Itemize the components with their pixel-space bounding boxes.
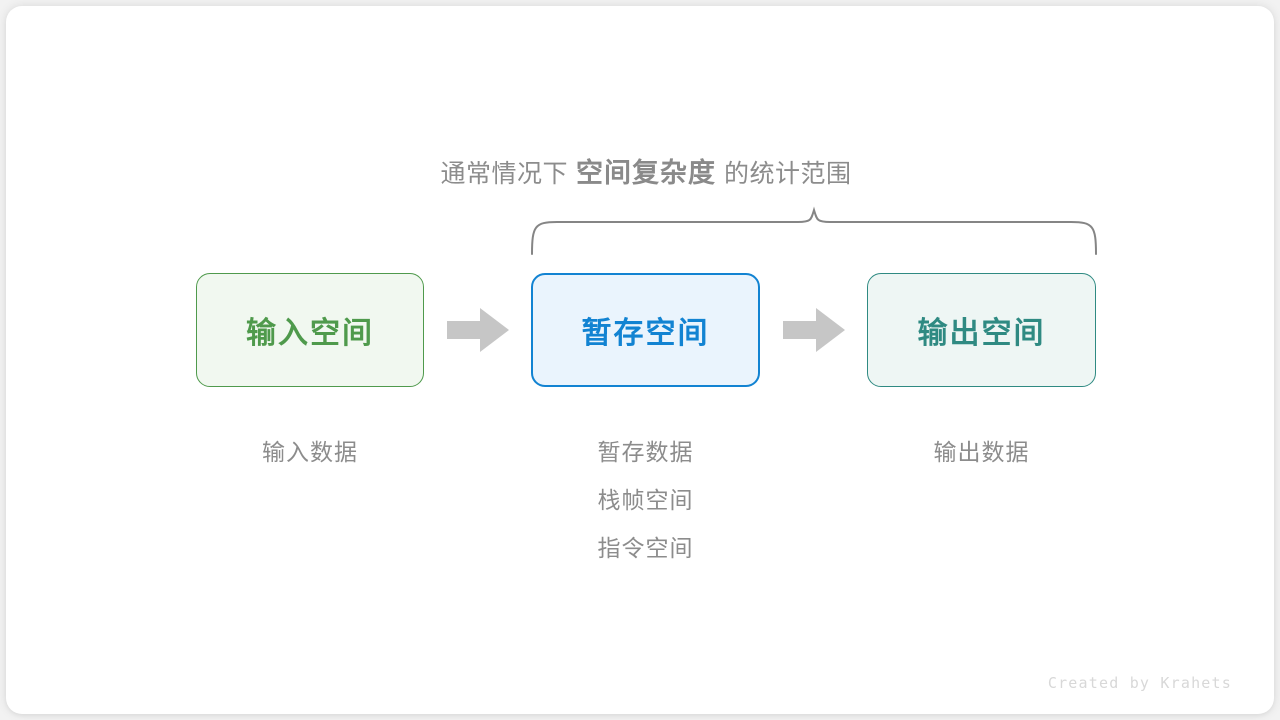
- stage-box-output[interactable]: 输出空间: [867, 273, 1096, 387]
- title-strong: 空间复杂度: [576, 158, 716, 188]
- slide-card: 通常情况下空间复杂度的统计范围 输入空间 暂存空间 输出空间 输入数据 暂存数据: [6, 6, 1274, 714]
- arrow-right-icon: [783, 308, 845, 352]
- note-item: 暂存数据: [597, 439, 694, 465]
- stage-box-temp-label: 暂存空间: [581, 317, 710, 350]
- title-suffix: 的统计范围: [724, 160, 852, 188]
- note-item: 指令空间: [597, 535, 694, 561]
- diagram-title: 通常情况下空间复杂度的统计范围: [6, 156, 1280, 191]
- stage-notes-output: 输出数据: [867, 428, 1096, 476]
- stage-box-input-label: 输入空间: [246, 317, 374, 350]
- arrow-right-icon: [447, 308, 509, 352]
- note-item: 输入数据: [262, 439, 358, 465]
- stage-notes-temp: 暂存数据 栈帧空间 指令空间: [531, 428, 760, 572]
- signature-credit: Created by Krahets: [1047, 674, 1232, 692]
- stage-notes-input: 输入数据: [196, 428, 424, 476]
- stage-box-output-label: 输出空间: [917, 317, 1046, 350]
- note-item: 栈帧空间: [597, 487, 694, 513]
- scope-brace-icon: [531, 206, 1097, 255]
- stage-box-input[interactable]: 输入空间: [196, 273, 424, 387]
- note-item: 输出数据: [933, 439, 1030, 465]
- stage-box-temp[interactable]: 暂存空间: [531, 273, 760, 387]
- title-prefix: 通常情况下: [440, 160, 568, 188]
